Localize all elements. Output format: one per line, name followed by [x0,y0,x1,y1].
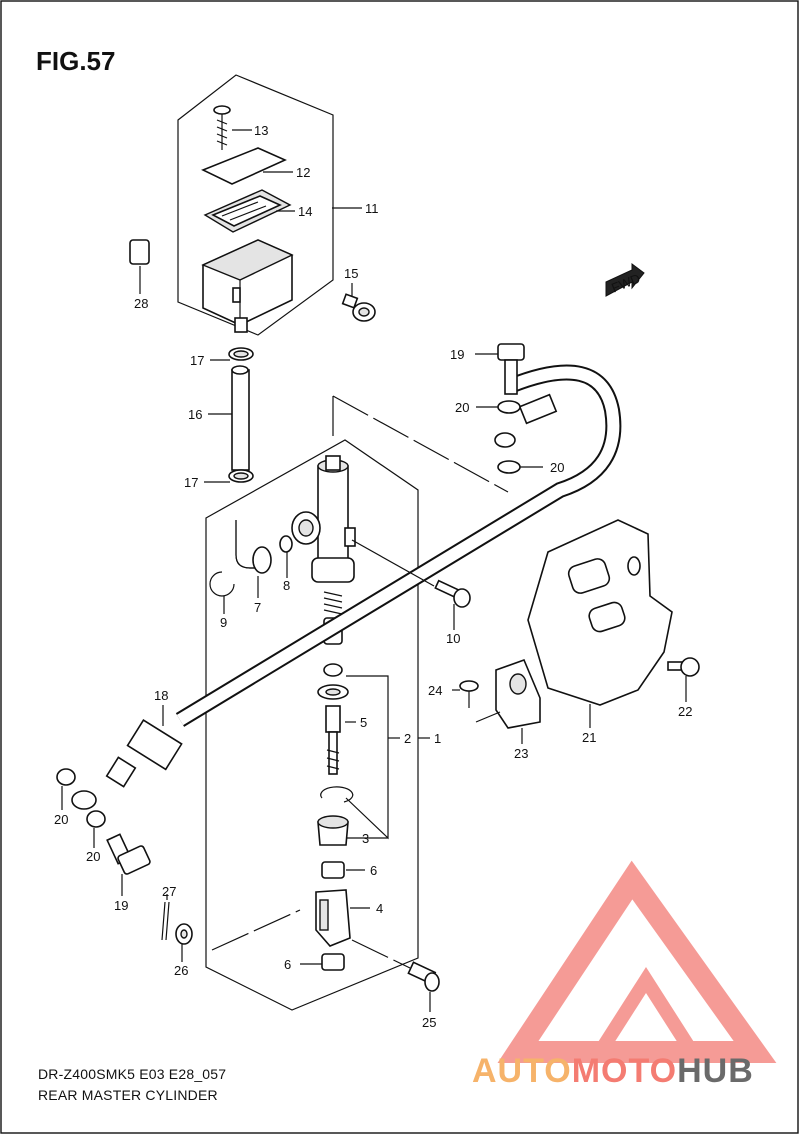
part-20-washer-1 [497,400,521,414]
part-20-washer-4 [86,810,106,828]
callout-21: 21 [582,730,596,745]
callout-26: 26 [174,963,188,978]
callout-6-lower: 6 [284,957,291,972]
part-5-pushrod [325,705,341,775]
callout-28: 28 [134,296,148,311]
watermark-auto: AUTO [472,1052,572,1090]
part-25-pin [407,961,440,992]
callout-9: 9 [220,615,227,630]
figure-title: FIG.57 [36,46,116,76]
leader-dash-2 [332,395,509,493]
leader-10 [351,539,435,587]
callout-23: 23 [514,746,528,761]
leader-dash-4 [351,939,411,969]
callout-5: 5 [360,715,367,730]
callout-6-upper: 6 [370,863,377,878]
part-17-clamp-bottom [228,469,254,483]
part-22-bolt [667,657,700,677]
circlip [320,786,354,803]
part-9-circlip [209,571,235,597]
leader-dash-3 [211,909,301,951]
callout-12: 12 [296,165,310,180]
part-24-screw [459,680,479,708]
part-20-washer-2 [497,460,521,474]
part-23-bracket [495,658,541,729]
part-4-clevis [315,889,351,947]
callout-2: 2 [404,731,411,746]
fwd-label: FWD [609,271,642,296]
callout-19-top: 19 [450,347,464,362]
callout-16: 16 [188,407,202,422]
callout-17-top: 17 [190,353,204,368]
part-17-clamp-top [228,347,254,361]
callout-8: 8 [283,578,290,593]
callout-27: 27 [162,884,176,899]
part-10-bolt [434,579,471,608]
reservoir-body [201,239,294,333]
callout-20-b: 20 [550,460,564,475]
part-14-diaphragm [203,189,292,233]
reservoir-group-box [177,74,334,336]
callout-14: 14 [298,204,312,219]
part-18-brake-hose [71,364,622,810]
part-20-washer-3 [56,768,76,786]
leader-lines [61,129,687,1012]
callout-20-c: 20 [54,812,68,827]
part-7-elbow [235,520,272,574]
master-cylinder-group-box [205,439,419,1011]
callout-7: 7 [254,600,261,615]
watermark-moto: MOTO [571,1052,678,1090]
figure-name: REAR MASTER CYLINDER [38,1087,218,1103]
watermark-text: AUTOMOTOHUB [472,1052,754,1091]
part-16-hose [231,365,250,471]
part-6-nut-upper [321,861,345,879]
part-12-plate [201,147,287,185]
part-27-cotter [161,901,170,941]
figure-code: DR-Z400SMK5 E03 E28_057 [38,1066,227,1082]
part-19-bolt-upper [497,343,525,395]
callout-10: 10 [446,631,460,646]
callout-20-d: 20 [86,849,100,864]
callout-3: 3 [362,831,369,846]
watermark-hub: HUB [677,1052,754,1090]
callout-18: 18 [154,688,168,703]
part-3-boot [317,815,349,846]
part-21-heel-guard [527,519,673,706]
callout-22: 22 [678,704,692,719]
callout-4: 4 [376,901,383,916]
part-19-bolt-lower [106,833,151,875]
watermark-logo [497,860,777,1063]
part-15-bolt [341,293,376,322]
part-26-washer [175,923,193,945]
callout-11: 11 [365,201,379,216]
callout-13: 13 [254,123,268,138]
fwd-arrow-icon [605,263,645,297]
leader-24 [475,711,501,723]
part-13-screw [213,105,231,150]
part-6-nut-lower [321,953,345,971]
callout-20-a: 20 [455,400,469,415]
callout-15: 15 [344,266,358,281]
callout-25: 25 [422,1015,436,1030]
part-8-oring [279,535,293,553]
part-28-cap [129,239,150,265]
callout-17-bottom: 17 [184,475,198,490]
callout-1: 1 [434,731,441,746]
master-cylinder-body [291,455,356,583]
spring [323,591,343,615]
callout-24: 24 [428,683,442,698]
callout-19-bottom: 19 [114,898,128,913]
